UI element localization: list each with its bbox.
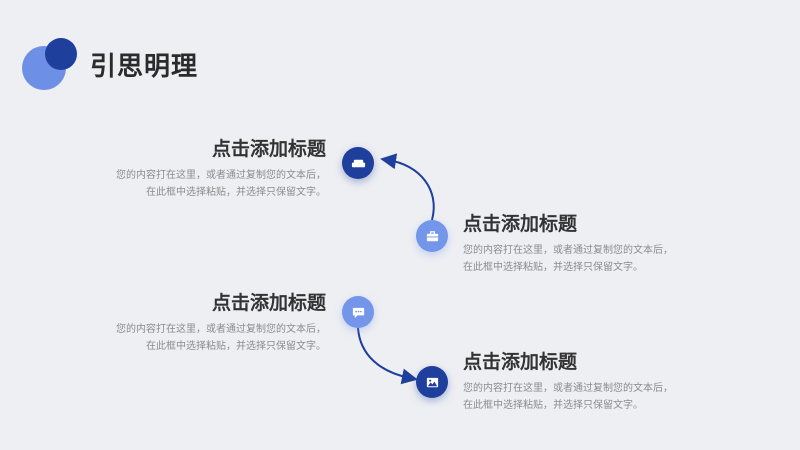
icon-circle-1 [342,147,374,179]
feature-block-4: 点击添加标题 您的内容打在这里，或者通过复制您的文本后， 在此框中选择粘贴，并选… [463,350,723,414]
block-heading: 点击添加标题 [463,351,578,373]
block-heading: 点击添加标题 [463,213,578,235]
block-text-line: 您的内容打在这里，或者通过复制您的文本后， [116,170,326,181]
feature-block-2: 点击添加标题 您的内容打在这里，或者通过复制您的文本后， 在此框中选择粘贴，并选… [463,212,723,276]
icon-circle-2 [416,220,448,252]
page-title: 引思明理 [90,52,199,82]
block-heading: 点击添加标题 [211,138,326,160]
feature-block-1: 点击添加标题 您的内容打在这里，或者通过复制您的文本后， 在此框中选择粘贴，并选… [66,137,326,201]
chat-icon [352,307,364,318]
logo-dark-circle [45,38,77,70]
block-text-line: 您的内容打在这里，或者通过复制您的文本后， [463,383,673,394]
image-icon [426,377,438,387]
connector-arrow-top [380,153,435,221]
block-text-line: 在此框中选择粘贴，并选择只保留文字。 [463,262,643,273]
icon-circle-3 [342,296,374,328]
feature-block-3: 点击添加标题 您的内容打在这里，或者通过复制您的文本后， 在此框中选择粘贴，并选… [66,291,326,355]
sofa-icon [351,159,365,167]
block-text-line: 您的内容打在这里，或者通过复制您的文本后， [463,245,673,256]
connector-arrow-bottom [357,327,418,385]
block-heading: 点击添加标题 [211,292,326,314]
block-text-line: 在此框中选择粘贴，并选择只保留文字。 [146,341,326,352]
block-text-line: 在此框中选择粘贴，并选择只保留文字。 [463,400,643,411]
briefcase-icon [426,230,438,241]
block-text-line: 在此框中选择粘贴，并选择只保留文字。 [146,187,326,198]
block-text-line: 您的内容打在这里，或者通过复制您的文本后， [116,324,326,335]
icon-circle-4 [416,366,448,398]
